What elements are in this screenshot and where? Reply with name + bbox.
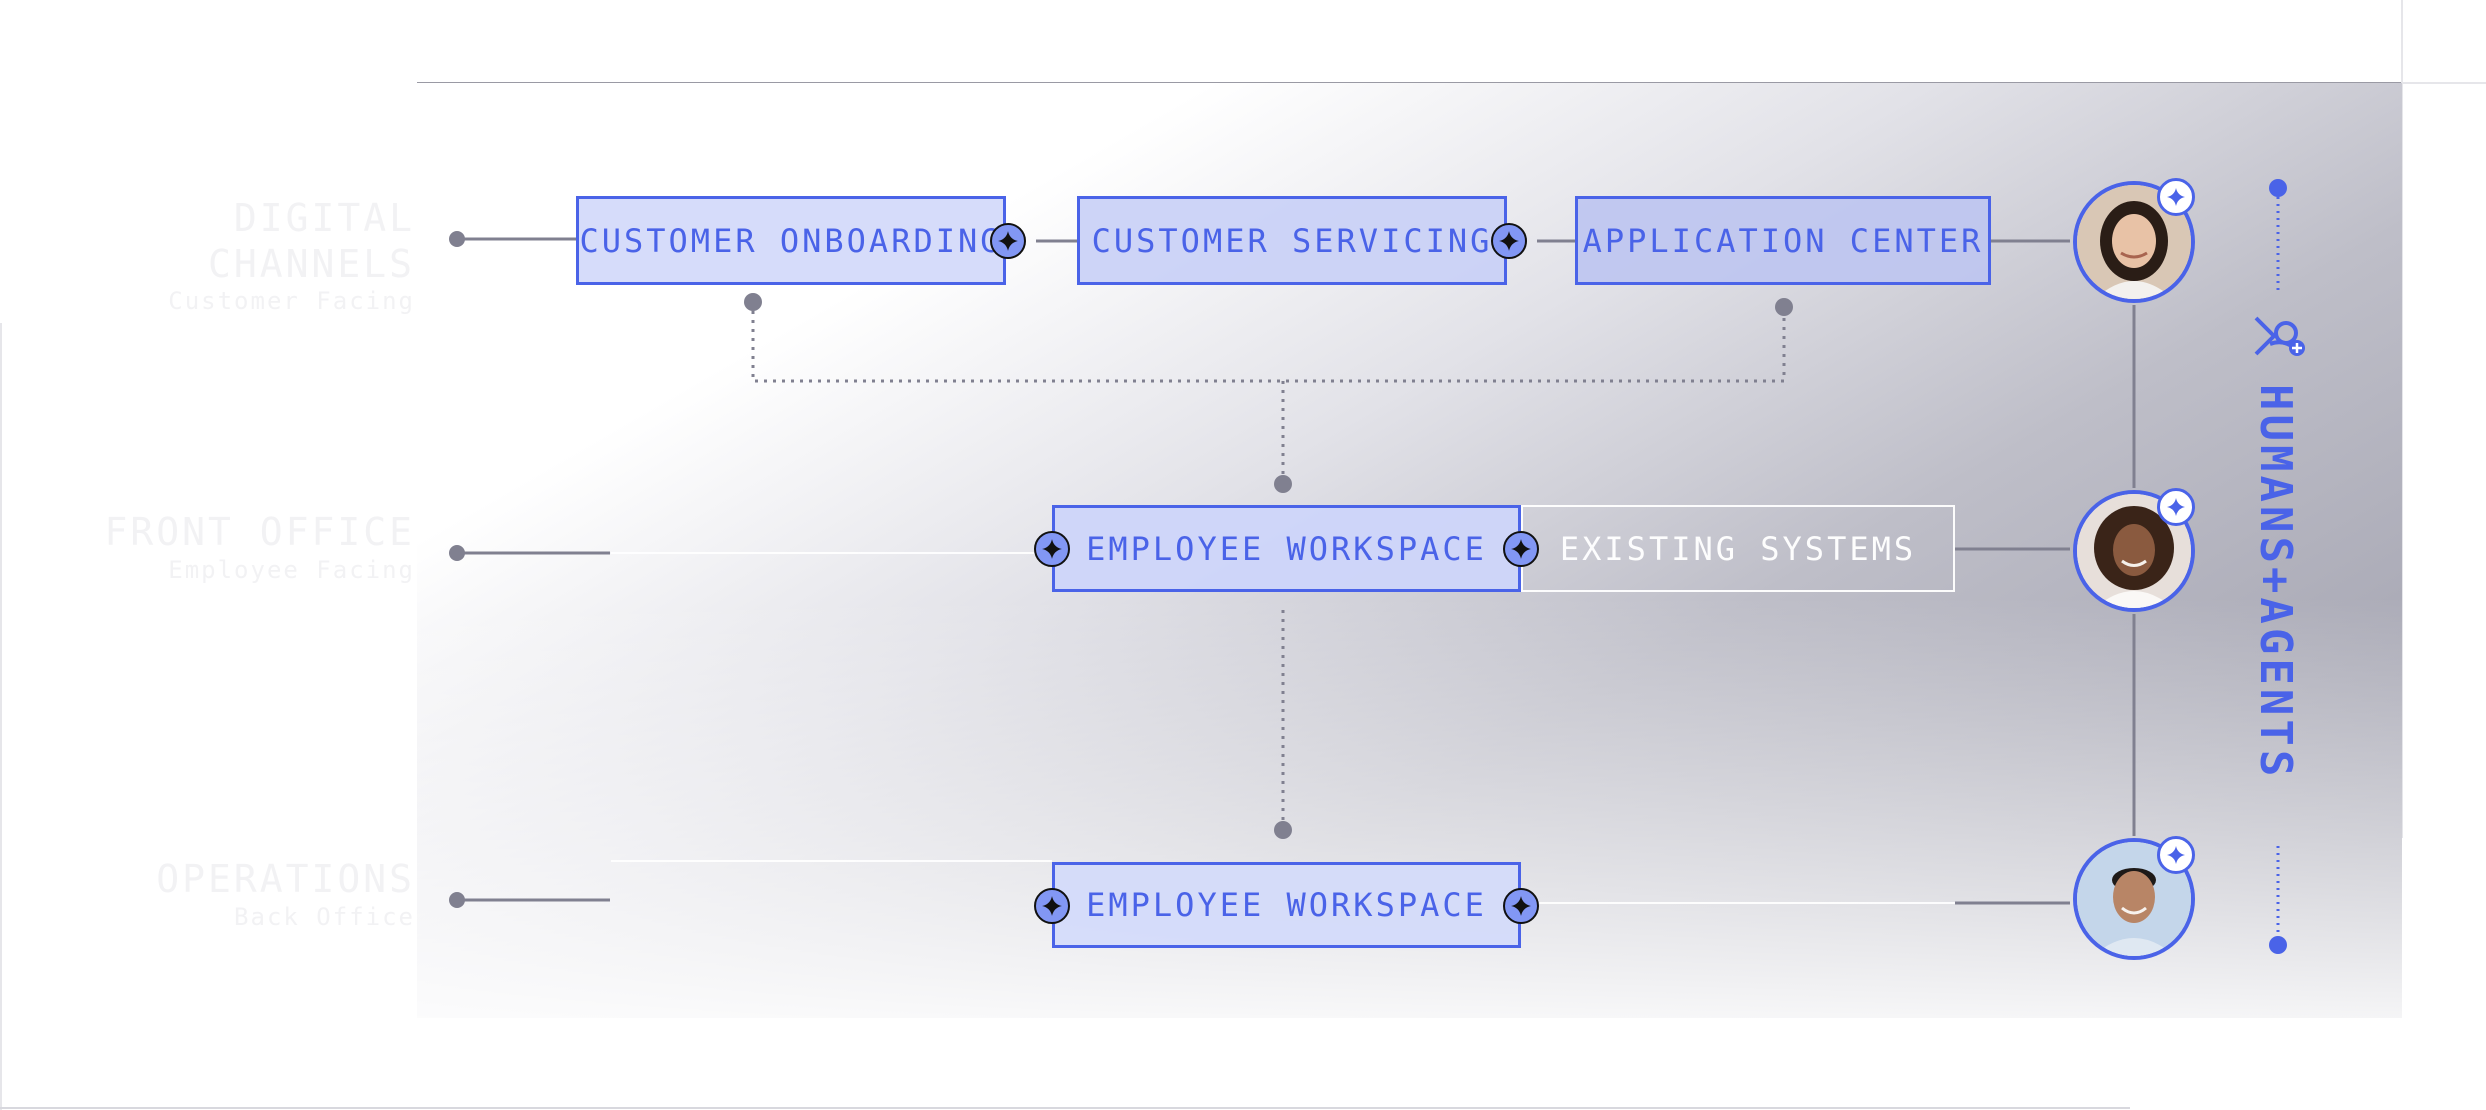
node-customer-servicing[interactable]: CUSTOMER SERVICING — [1077, 196, 1507, 285]
node-application-center[interactable]: APPLICATION CENTER — [1575, 196, 1991, 285]
ops-dot — [1274, 821, 1292, 839]
node-label: CUSTOMER ONBOARDING — [579, 221, 1003, 260]
sparkle-icon — [1503, 531, 1539, 567]
node-label: EXISTING SYSTEMS — [1559, 529, 1917, 568]
row-subtitle: Back Office — [234, 902, 415, 931]
sparkle-icon — [1034, 531, 1070, 567]
row-label-operations: OPERATIONS Back Office — [15, 857, 415, 931]
sidebar-dot-bottom — [2269, 936, 2287, 954]
sidebar-dot-top — [2269, 179, 2287, 197]
sidebar-title: HUMANS+AGENTS — [2250, 384, 2301, 781]
sparkle-icon — [2157, 836, 2195, 874]
merge-dot-left — [744, 293, 762, 311]
row-title: FRONT OFFICE — [104, 510, 415, 554]
node-customer-onboarding[interactable]: CUSTOMER ONBOARDING — [576, 196, 1006, 285]
row-dot-1 — [449, 231, 465, 247]
sparkle-icon — [1034, 888, 1070, 924]
dotted-merge-line — [751, 302, 1786, 383]
frame-line-left — [0, 323, 2, 1110]
merge-dot-down — [1274, 475, 1292, 493]
node-label: APPLICATION CENTER — [1582, 221, 1984, 260]
node-existing-systems[interactable]: EXISTING SYSTEMS — [1521, 505, 1955, 592]
node-label: CUSTOMER SERVICING — [1091, 221, 1493, 260]
merge-dot-right — [1775, 298, 1793, 316]
frame-line-bottom — [0, 1107, 2130, 1109]
row-title: DIGITAL CHANNELS — [207, 196, 415, 286]
node-label: EMPLOYEE WORKSPACE — [1086, 886, 1487, 924]
sparkle-icon — [2157, 488, 2195, 526]
row-title: OPERATIONS — [156, 857, 415, 901]
sparkle-icon — [990, 223, 1026, 259]
sparkle-icon — [2157, 178, 2195, 216]
row-dot-3 — [449, 892, 465, 908]
row-label-digital: DIGITAL CHANNELS Customer Facing — [15, 196, 415, 316]
row-dot-2 — [449, 545, 465, 561]
frame-line-corner — [2401, 82, 2486, 84]
row-label-front-office: FRONT OFFICE Employee Facing — [15, 510, 415, 584]
frame-line-right — [2401, 0, 2403, 838]
row-subtitle: Customer Facing — [168, 287, 415, 316]
sparkle-icon — [1491, 223, 1527, 259]
woman-portrait-icon — [2077, 494, 2191, 608]
row-subtitle: Employee Facing — [168, 555, 415, 584]
human-agent-icon — [2250, 314, 2308, 362]
node-label: EMPLOYEE WORKSPACE — [1086, 529, 1487, 568]
node-employee-workspace-ops[interactable]: EMPLOYEE WORKSPACE — [1052, 862, 1521, 948]
node-employee-workspace-front[interactable]: EMPLOYEE WORKSPACE — [1052, 505, 1521, 592]
sparkle-icon — [1503, 888, 1539, 924]
